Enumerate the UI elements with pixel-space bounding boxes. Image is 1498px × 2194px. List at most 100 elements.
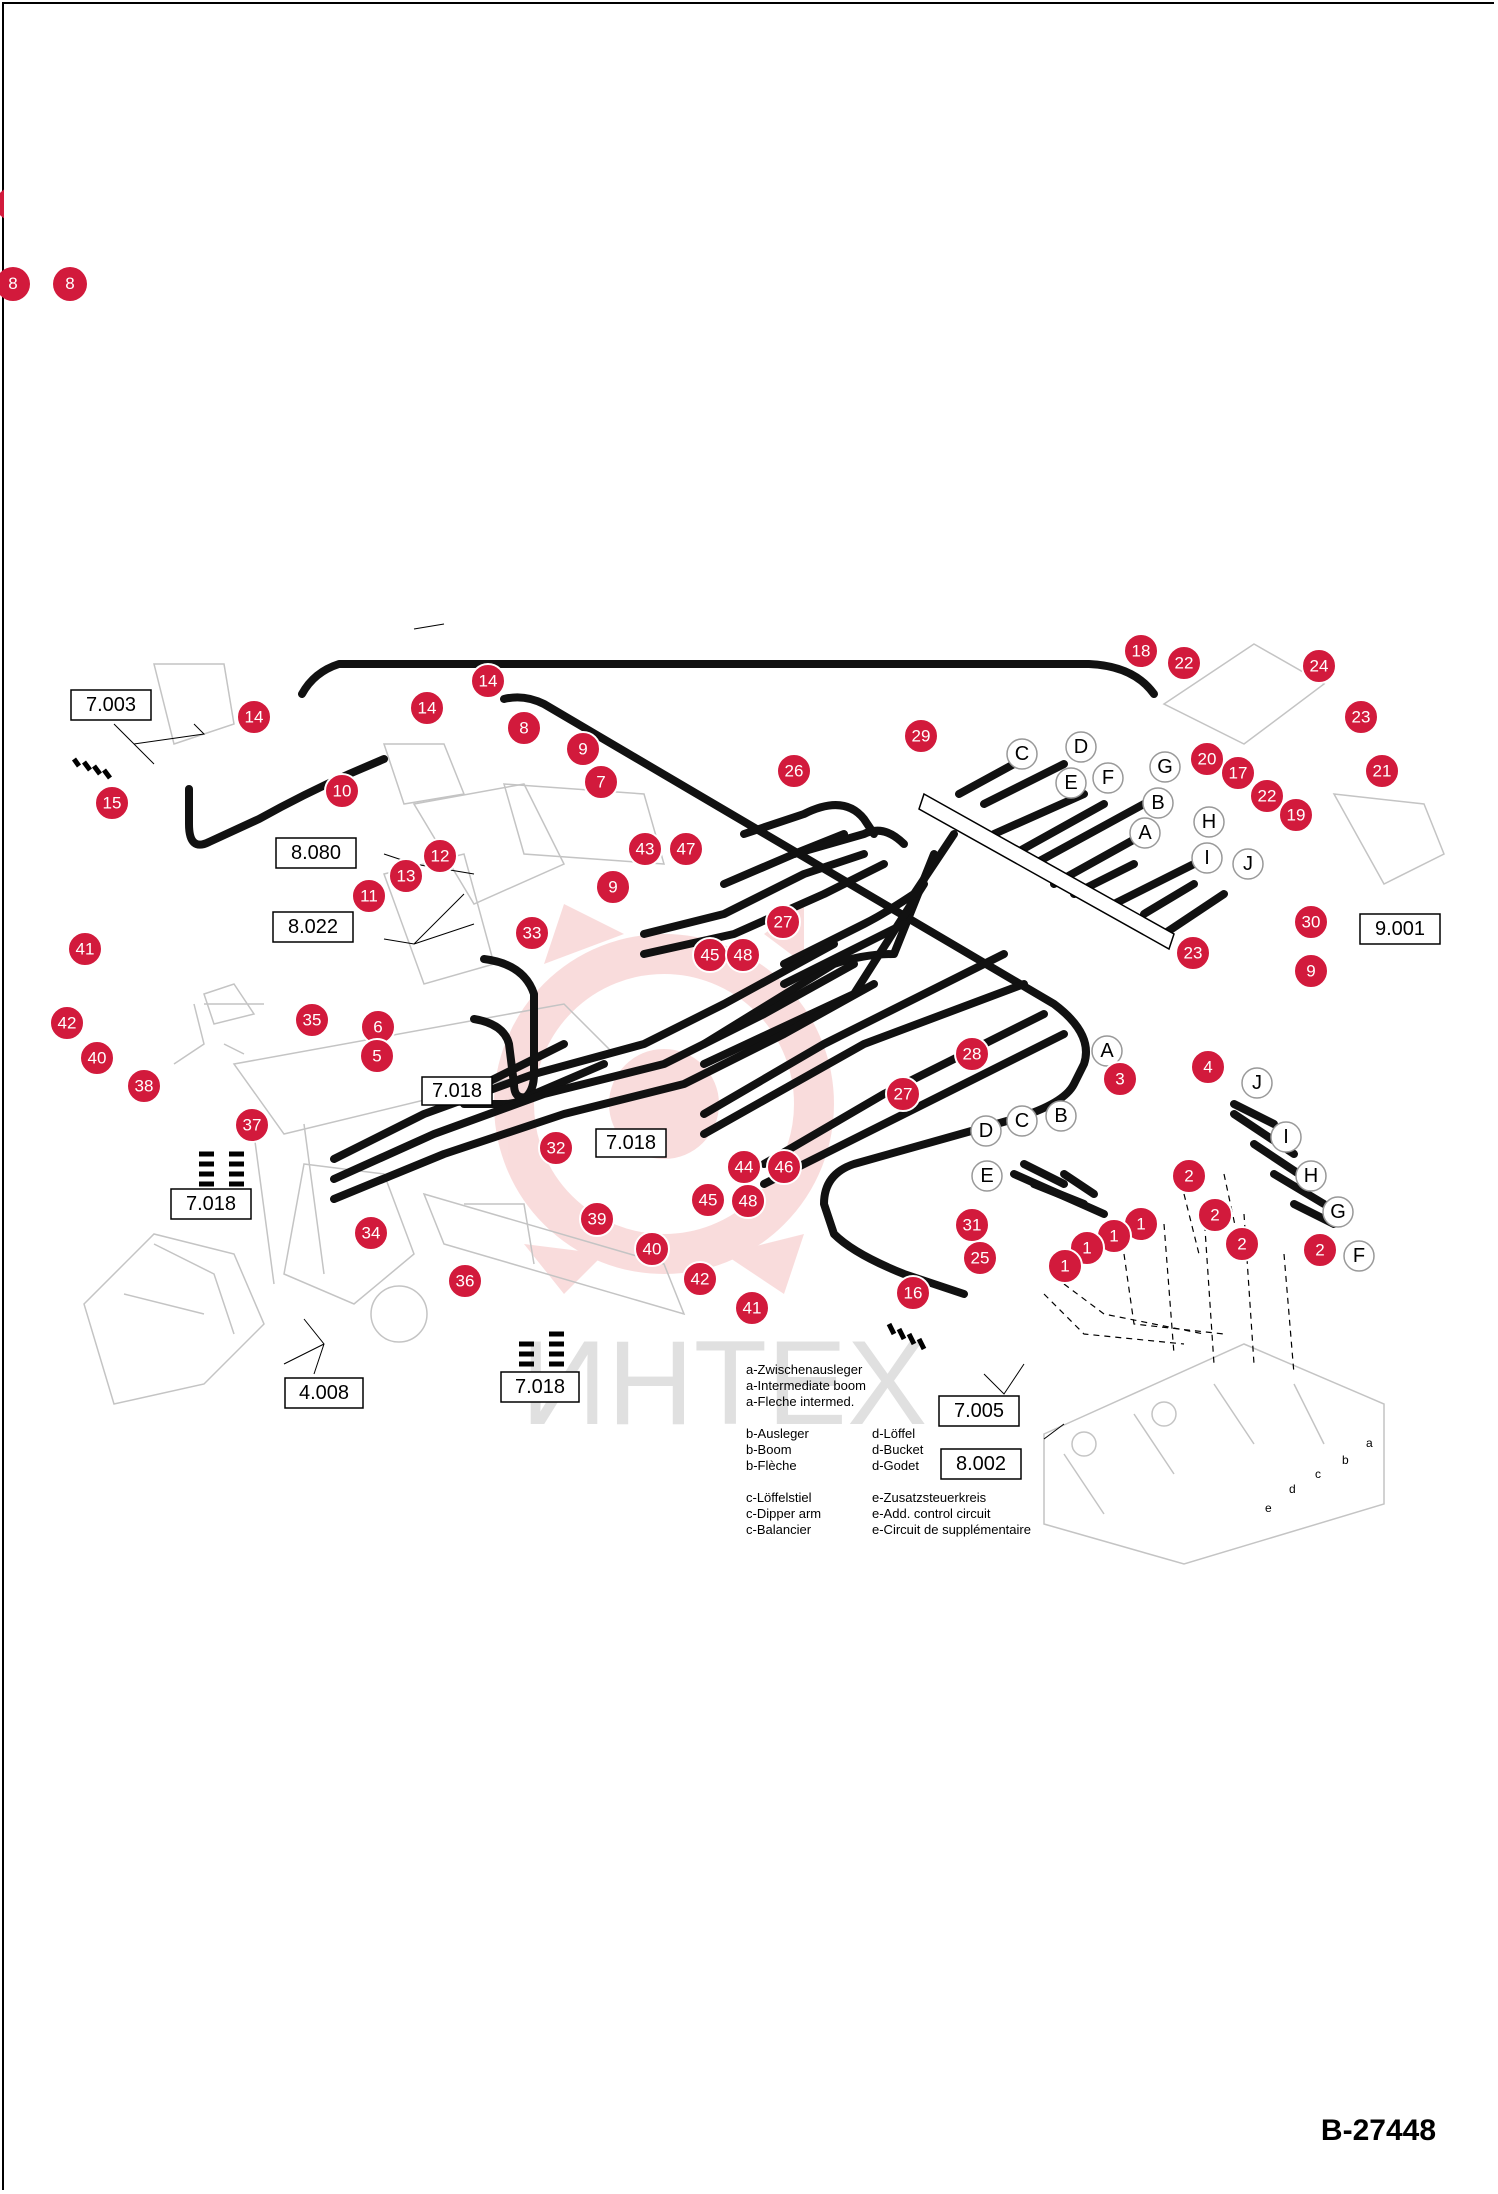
- callout-3[interactable]: 3: [1102, 1061, 1138, 1097]
- ref-box-7018-b[interactable]: 7.018: [595, 1128, 667, 1158]
- callout-47-a[interactable]: 47: [668, 831, 704, 867]
- callout-25[interactable]: 25: [962, 1240, 998, 1276]
- callout-29[interactable]: 29: [903, 718, 939, 754]
- callout-top-1-front[interactable]: 8: [0, 267, 30, 301]
- callout-38[interactable]: 38: [126, 1068, 162, 1104]
- ref-box-8022[interactable]: 8.022: [272, 911, 354, 943]
- callout-37[interactable]: 37: [234, 1107, 270, 1143]
- callout-2-d[interactable]: 2: [1302, 1232, 1338, 1268]
- svg-text:I: I: [1204, 847, 1210, 869]
- callout-46[interactable]: 46: [766, 1149, 802, 1185]
- callout-23-b[interactable]: 23: [1175, 935, 1211, 971]
- svg-text:A: A: [1100, 1040, 1114, 1062]
- callout-45-b[interactable]: 45: [690, 1182, 726, 1218]
- ref-box-8080[interactable]: 8.080: [275, 837, 357, 869]
- callout-1-d[interactable]: 1: [1047, 1248, 1083, 1284]
- callout-18[interactable]: 18: [1123, 633, 1159, 669]
- callout-48-a[interactable]: 48: [725, 937, 761, 973]
- svg-text:9: 9: [1306, 962, 1315, 981]
- callout-35[interactable]: 35: [294, 1002, 330, 1038]
- callout-top-2-front[interactable]: 8: [53, 267, 87, 301]
- callout-27-b[interactable]: 27: [885, 1076, 921, 1112]
- callout-26[interactable]: 26: [776, 753, 812, 789]
- callout-17[interactable]: 17: [1220, 755, 1256, 791]
- callout-23-top[interactable]: 23: [1343, 699, 1379, 735]
- callout-22-top[interactable]: 22: [1166, 645, 1202, 681]
- callout-14-b[interactable]: 14: [409, 690, 445, 726]
- letter-label-h: H: [1193, 806, 1225, 838]
- callout-2-c[interactable]: 2: [1224, 1226, 1260, 1262]
- legend-line: [872, 1474, 1031, 1490]
- ref-box-9001[interactable]: 9.001: [1359, 913, 1441, 945]
- callout-41-b[interactable]: 41: [734, 1290, 770, 1326]
- svg-text:48: 48: [739, 1192, 758, 1211]
- callout-8[interactable]: 8: [506, 710, 542, 746]
- callout-36[interactable]: 36: [447, 1263, 483, 1299]
- callout-27-a[interactable]: 27: [765, 904, 801, 940]
- callout-10[interactable]: 10: [324, 773, 360, 809]
- ref-box-7018-d[interactable]: 7.018: [500, 1371, 580, 1403]
- legend-line: c-Balancier: [746, 1522, 812, 1537]
- callout-39[interactable]: 39: [579, 1201, 615, 1237]
- callout-28[interactable]: 28: [954, 1036, 990, 1072]
- callout-34[interactable]: 34: [353, 1215, 389, 1251]
- legend-line: e-Circuit de supplémentaire: [872, 1522, 1031, 1537]
- legend-col-1: a-Zwischenausleger a-Intermediate boom a…: [746, 1362, 866, 1538]
- callout-15[interactable]: 15: [94, 785, 130, 821]
- reference-boxes: 7.003 8.080 8.022 7.018 7.018 7.018 7.01…: [70, 689, 1441, 1480]
- callout-14-c[interactable]: 14: [236, 699, 272, 735]
- ref-box-7018-c[interactable]: 7.018: [170, 1188, 252, 1220]
- letter-label-i: I: [1191, 842, 1223, 874]
- callout-14-a[interactable]: 14: [470, 663, 506, 699]
- callout-19[interactable]: 19: [1278, 797, 1314, 833]
- callout-2-a[interactable]: 2: [1171, 1158, 1207, 1194]
- callout-44[interactable]: 44: [726, 1149, 762, 1185]
- legend-col-2: d-Löffel d-Bucket d-Godet e-Zusatzsteuer…: [872, 1426, 1031, 1538]
- callout-22-b[interactable]: 22: [1249, 778, 1285, 814]
- svg-text:42: 42: [691, 1270, 710, 1289]
- ref-box-7003[interactable]: 7.003: [70, 689, 152, 721]
- svg-text:35: 35: [303, 1011, 322, 1030]
- callout-43[interactable]: 43: [627, 831, 663, 867]
- svg-text:G: G: [1330, 1201, 1346, 1223]
- machine-sketch: [83, 643, 1445, 1565]
- callout-16[interactable]: 16: [895, 1275, 931, 1311]
- callout-30[interactable]: 30: [1293, 904, 1329, 940]
- svg-text:47: 47: [677, 840, 696, 859]
- legend-line: b-Boom: [746, 1442, 792, 1457]
- letter-label-b: B: [1142, 787, 1174, 819]
- ref-box-4008[interactable]: 4.008: [284, 1377, 364, 1409]
- callout-2-b[interactable]: 2: [1197, 1197, 1233, 1233]
- callout-9-a[interactable]: 9: [565, 731, 601, 767]
- callout-40-b[interactable]: 40: [634, 1231, 670, 1267]
- svg-text:30: 30: [1302, 913, 1321, 932]
- callout-45-a[interactable]: 45: [692, 937, 728, 973]
- callout-9-c[interactable]: 9: [1293, 953, 1329, 989]
- callout-20[interactable]: 20: [1189, 741, 1225, 777]
- callout-42-a[interactable]: 42: [49, 1005, 85, 1041]
- callout-13[interactable]: 13: [388, 858, 424, 894]
- callout-31[interactable]: 31: [954, 1207, 990, 1243]
- callout-41-a[interactable]: 41: [67, 931, 103, 967]
- callout-24[interactable]: 24: [1301, 648, 1337, 684]
- ref-box-7018-a[interactable]: 7.018: [421, 1076, 493, 1106]
- callout-4[interactable]: 4: [1190, 1049, 1226, 1085]
- callout-32[interactable]: 32: [538, 1130, 574, 1166]
- callout-12[interactable]: 12: [422, 838, 458, 874]
- callout-11[interactable]: 11: [351, 878, 387, 914]
- callout-42-b[interactable]: 42: [682, 1261, 718, 1297]
- svg-text:23: 23: [1184, 944, 1203, 963]
- valve-letters: a b c d e: [1265, 1436, 1373, 1515]
- callout-7[interactable]: 7: [583, 764, 619, 800]
- callout-40-a[interactable]: 40: [79, 1040, 115, 1076]
- callout-9-b[interactable]: 9: [595, 869, 631, 905]
- svg-text:18: 18: [1132, 642, 1151, 661]
- svg-text:48: 48: [734, 946, 753, 965]
- callout-33[interactable]: 33: [514, 915, 550, 951]
- callout-5[interactable]: 5: [359, 1038, 395, 1074]
- ref-box-8002[interactable]: 8.002: [940, 1448, 1022, 1480]
- ref-box-7005[interactable]: 7.005: [938, 1395, 1020, 1427]
- legend-line: b-Ausleger: [746, 1426, 809, 1441]
- callout-21[interactable]: 21: [1364, 753, 1400, 789]
- callout-48-b[interactable]: 48: [730, 1183, 766, 1219]
